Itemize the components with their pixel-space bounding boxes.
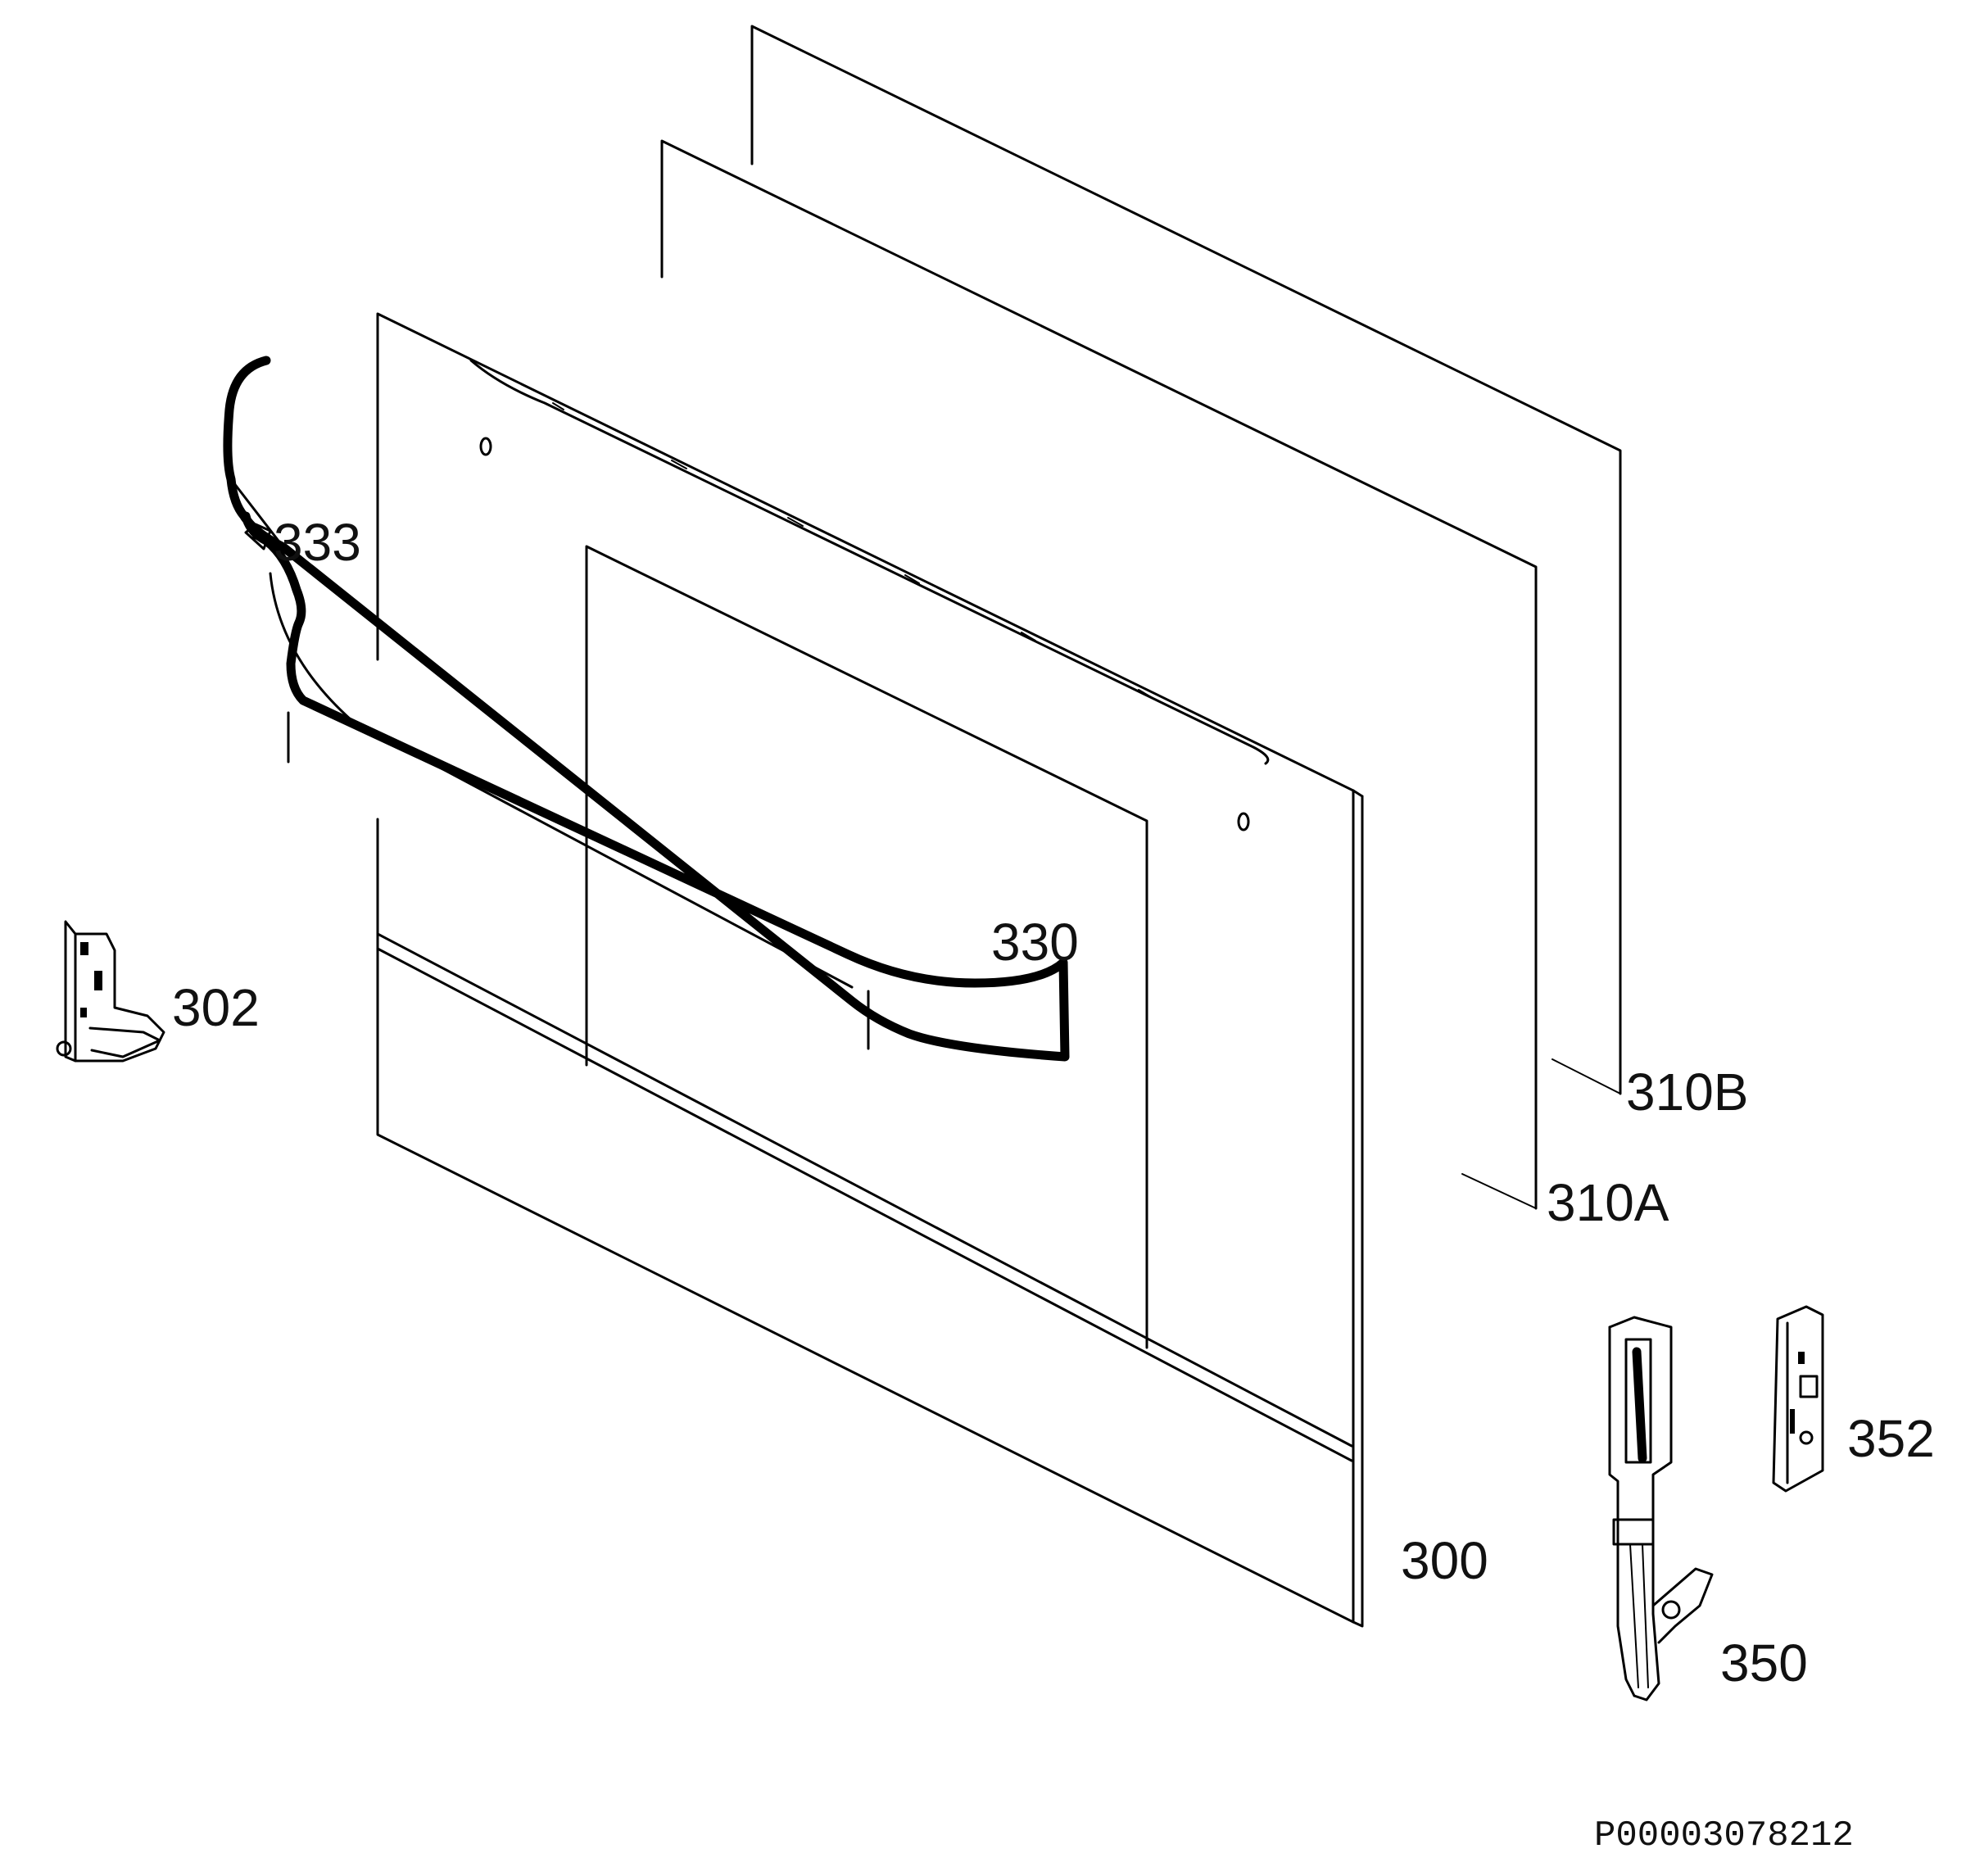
glass-panel-310A xyxy=(660,139,1538,1210)
drawing-code: P00003078212 xyxy=(1594,1815,1854,1856)
hinge-plate-352 xyxy=(1772,1305,1824,1493)
label-310A: 310A xyxy=(1547,1173,1669,1232)
hinge-350 xyxy=(1608,1316,1714,1702)
label-333: 333 xyxy=(274,513,361,572)
label-310B: 310B xyxy=(1626,1063,1748,1122)
label-330: 330 xyxy=(991,913,1079,972)
hinge-clip-302 xyxy=(56,920,165,1063)
label-350: 350 xyxy=(1720,1634,1808,1692)
glass-panel-310B xyxy=(750,25,1622,1095)
label-300: 300 xyxy=(1401,1531,1488,1590)
door-panel-300 xyxy=(376,312,1364,1628)
handle-330 xyxy=(223,356,1070,1062)
label-352: 352 xyxy=(1847,1409,1935,1468)
screw-333 xyxy=(244,523,272,551)
label-302: 302 xyxy=(172,978,260,1037)
